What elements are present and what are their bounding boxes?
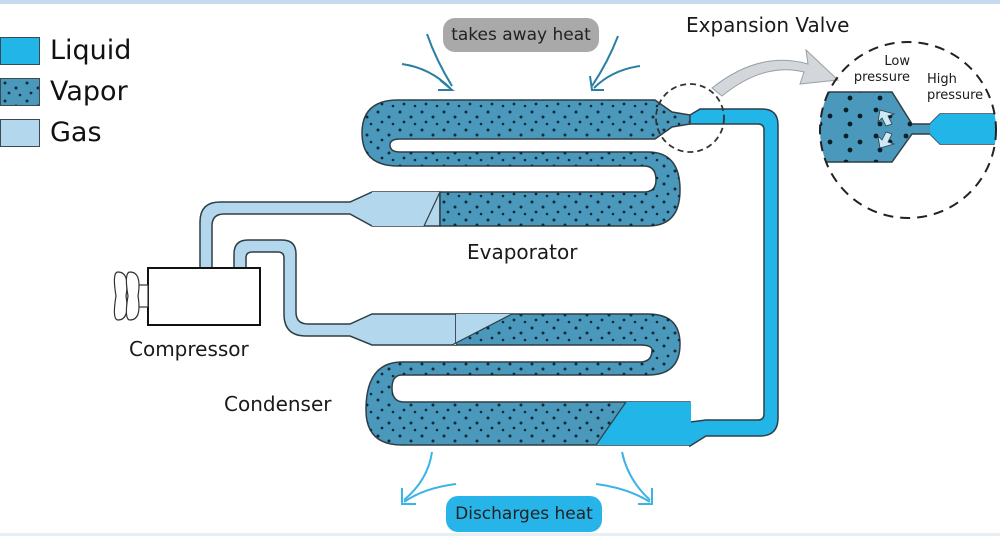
heat-in-arrow-left-top bbox=[426, 33, 453, 87]
expansion-valve-zoom bbox=[819, 41, 997, 219]
bottom-border bbox=[0, 533, 1000, 536]
high-pressure-line1: High bbox=[927, 72, 957, 87]
low-pressure-line1: Low bbox=[884, 54, 910, 69]
liquid-line bbox=[689, 108, 779, 448]
expansion-zoom-arrow bbox=[711, 48, 840, 97]
high-pressure-line2: pressure bbox=[927, 88, 984, 103]
legend: Liquid Vapor Gas bbox=[0, 30, 131, 153]
legend-label: Gas bbox=[50, 117, 102, 148]
takes-away-heat-label: takes away heat bbox=[443, 18, 599, 52]
legend-label: Vapor bbox=[50, 76, 128, 107]
evaporator-label: Evaporator bbox=[467, 240, 578, 264]
low-pressure-label: Low pressure bbox=[848, 54, 910, 86]
heat-in-arrow-left bbox=[401, 63, 455, 91]
legend-item-vapor: Vapor bbox=[0, 71, 131, 112]
heat-in-arrow-right bbox=[589, 35, 641, 91]
legend-item-gas: Gas bbox=[0, 112, 131, 153]
discharges-heat-label: Discharges heat bbox=[446, 496, 602, 532]
heat-out-arrow-right bbox=[595, 451, 653, 505]
heat-out-arrow-left bbox=[401, 451, 457, 505]
compressor bbox=[113, 267, 261, 326]
top-border bbox=[0, 0, 1000, 4]
gas-swatch bbox=[0, 118, 40, 147]
condenser-label: Condenser bbox=[224, 392, 332, 416]
liquid-swatch bbox=[0, 36, 40, 65]
gas-line-to-condenser bbox=[233, 239, 457, 346]
condenser-coil bbox=[365, 313, 691, 446]
legend-label: Liquid bbox=[50, 35, 132, 66]
evaporator-coil bbox=[361, 99, 691, 227]
low-pressure-line2: pressure bbox=[853, 70, 910, 85]
expansion-valve-label: Expansion Valve bbox=[686, 13, 850, 37]
compressor-label: Compressor bbox=[129, 337, 249, 361]
vapor-swatch bbox=[0, 77, 40, 106]
legend-item-liquid: Liquid bbox=[0, 30, 131, 71]
high-pressure-label: High pressure bbox=[927, 72, 983, 104]
expansion-valve-highlight-circle bbox=[655, 83, 725, 153]
